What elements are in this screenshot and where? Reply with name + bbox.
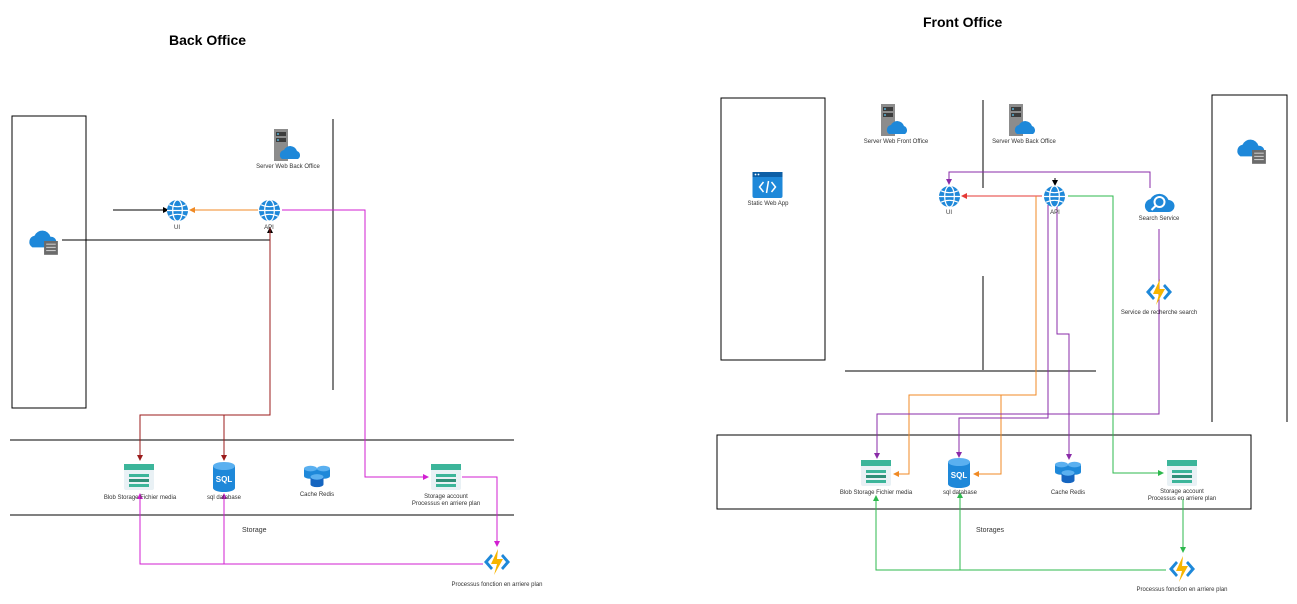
- bo-redis-cache-icon[interactable]: [304, 465, 330, 488]
- fo-search-service-icon[interactable]: [1143, 192, 1175, 214]
- bo-sql-database-icon[interactable]: [213, 462, 235, 492]
- fo-redis-cache-icon[interactable]: [1055, 461, 1081, 484]
- bo-storage-account-sub: Processus en arriere plan: [411, 501, 481, 507]
- fo-search-function-label: Service de recherche search: [1120, 310, 1198, 316]
- fo-cache-label: Cache Redis: [1050, 490, 1086, 496]
- fo-ui-label: UI: [946, 210, 952, 216]
- fo-blob-label: Blob Storage Fichier media: [839, 490, 913, 496]
- bo-ui-label: UI: [174, 225, 180, 231]
- fo-storage-account-icon[interactable]: [1167, 460, 1197, 486]
- fo-search-label: Search Service: [1138, 216, 1180, 222]
- fo-connector-function-blob: [873, 495, 1166, 571]
- bo-blob-storage-icon[interactable]: [124, 464, 154, 490]
- fo-connector-api-redis: [1056, 205, 1072, 460]
- fo-static-web-app-icon[interactable]: [751, 171, 784, 199]
- bo-connector-api-storage: [282, 209, 429, 480]
- bo-storage-region-label: Storage: [242, 527, 267, 534]
- bo-function-icon[interactable]: [484, 549, 510, 575]
- bo-cloud-server-icon[interactable]: [28, 230, 59, 256]
- fo-storage-region-label: Storages: [976, 527, 1005, 534]
- bo-connector-client-api: [62, 227, 273, 241]
- fo-api-globe-icon[interactable]: [1043, 185, 1066, 208]
- fo-sql-database-icon[interactable]: [948, 458, 970, 488]
- bo-api-globe-icon[interactable]: [258, 199, 281, 222]
- fo-blob-storage-icon[interactable]: [861, 460, 891, 486]
- fo-function-label: Processus fonction en arriere plan: [1136, 587, 1228, 593]
- fo-back-server-label: Server Web Back Office: [992, 139, 1056, 145]
- bo-storage-account-icon[interactable]: [431, 464, 461, 490]
- fo-connector-api-blob-orange: [893, 196, 1037, 477]
- fo-cloud-server-icon[interactable]: [1236, 139, 1267, 165]
- bo-server-label: Server Web Back Office: [256, 164, 320, 170]
- fo-api-label: API: [1050, 210, 1060, 216]
- fo-storage-account-label: Storage account: [1160, 489, 1204, 495]
- bo-storage-account-label: Storage account: [424, 494, 468, 500]
- bo-function-label: Processus fonction en arriere plan: [451, 582, 543, 588]
- bo-connector-storage-function: [462, 476, 500, 547]
- bo-connector-api-blob: [137, 228, 271, 461]
- fo-back-server-icon[interactable]: [1009, 104, 1036, 136]
- fo-connector-api-sql-purple: [956, 205, 1049, 458]
- bo-web-server-icon[interactable]: [274, 129, 301, 161]
- fo-static-app-box: [720, 97, 826, 361]
- back-office-title: Back Office: [169, 32, 247, 48]
- fo-front-server-label: Server Web Front Office: [863, 139, 929, 145]
- bo-sql-label: sql database: [206, 495, 242, 501]
- bo-connector-function-blob: [137, 493, 483, 565]
- fo-sql-label: sql database: [942, 490, 978, 496]
- fo-connector-search-blob: [874, 229, 1160, 459]
- fo-connector-api-sql-orange: [973, 395, 1002, 477]
- fo-connector-search-ui: [946, 171, 1151, 188]
- bo-ui-globe-icon[interactable]: [166, 199, 189, 222]
- fo-storage-account-sub: Processus en arriere plan: [1147, 496, 1217, 502]
- bo-api-label: API: [264, 225, 274, 231]
- bo-blob-label: Blob Storage Fichier media: [103, 495, 177, 501]
- fo-static-app-label: Static Web App: [747, 201, 789, 207]
- bo-client-box: [11, 115, 87, 409]
- fo-function-icon[interactable]: [1169, 556, 1195, 582]
- front-office-title: Front Office: [923, 14, 1003, 30]
- fo-storage-box: [716, 434, 1252, 510]
- fo-front-server-icon[interactable]: [881, 104, 908, 136]
- bo-cache-label: Cache Redis: [299, 492, 335, 498]
- fo-ui-globe-icon[interactable]: [938, 185, 961, 208]
- fo-search-box: [1211, 94, 1288, 422]
- fo-connector-api-storage: [1068, 195, 1164, 476]
